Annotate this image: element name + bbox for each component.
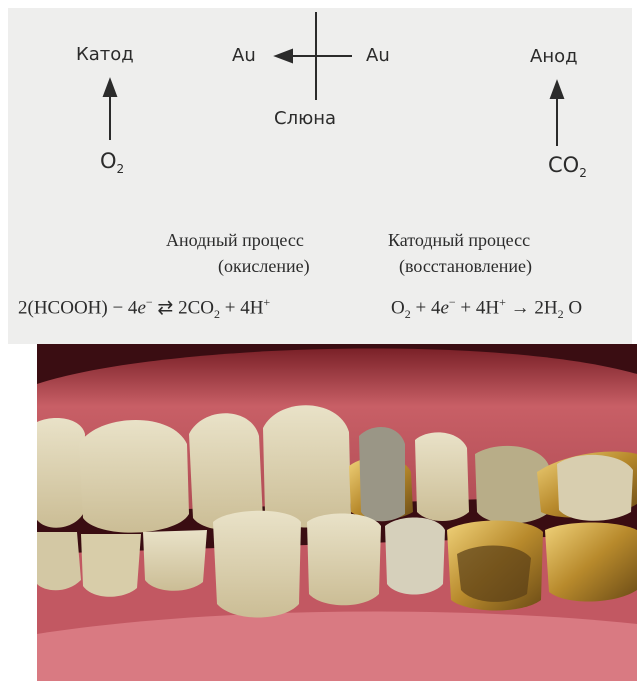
anodic-eq-part: 2(HCOOH) − 4 [18,297,137,318]
cathodic-eq-electron: e [440,297,448,318]
upper-tooth [79,420,189,533]
au-arrowhead [276,50,292,62]
cathodic-eq-part: → 2H [506,297,558,318]
gold-crown-lower [545,523,637,602]
dark-stain [457,545,531,601]
anodic-process-subtitle: (окисление) [218,256,310,277]
cathodic-eq-part: + 4 [411,297,441,318]
dental-photo [37,344,637,681]
anodic-process-title: Анодный процесс [166,230,304,251]
cathodic-eq-proton-charge: + [499,295,506,309]
lower-tooth [143,530,207,591]
anodic-eq-part: ⇄ 2CO [153,297,214,318]
o2-label: O2 [100,149,124,176]
cathode-label: Катод [76,44,134,65]
cathodic-eq-part: O [391,297,405,318]
lower-tooth [213,511,301,618]
cathodic-eq-part: O [564,297,582,318]
cathodic-eq-electron-charge: − [449,295,456,309]
saliva-label: Слюна [274,108,336,129]
anodic-eq-proton-charge: + [263,295,270,309]
anode-arrowhead [551,82,563,98]
anodic-eq-part: + 4H [220,297,263,318]
lower-tooth [81,534,141,597]
lower-tooth [307,513,381,605]
upper-tooth [557,455,633,521]
cathode-arrowhead [104,80,116,96]
diagram-panel: Катод Анод Au Au Слюна O2 CO2 Анодный пр… [8,8,632,344]
o2-subscript: 2 [117,162,125,176]
au-right-label: Au [366,45,390,66]
au-left-label: Au [232,45,256,66]
cathodic-equation: O2 + 4e− + 4H+ → 2H2 O [391,295,582,322]
co2-base: CO [548,153,579,177]
anodic-eq-electron-charge: − [146,295,153,309]
co2-label: CO2 [548,153,587,180]
lower-tooth [385,517,445,594]
co2-subscript: 2 [579,166,587,180]
cathodic-eq-part: + 4H [456,297,499,318]
anodic-eq-electron: e [137,297,145,318]
upper-tooth [37,418,85,528]
upper-tooth [475,446,549,524]
cathodic-process-title: Катодный процесс [388,230,530,251]
o2-base: O [100,149,117,173]
lower-tooth [37,532,81,590]
upper-tooth [415,432,469,521]
anode-label: Анод [530,46,578,67]
upper-tooth [359,427,405,521]
cathodic-process-subtitle: (восстановление) [399,256,532,277]
upper-tooth [263,405,351,527]
anodic-equation: 2(HCOOH) − 4e− ⇄ 2CO2 + 4H+ [18,295,270,322]
